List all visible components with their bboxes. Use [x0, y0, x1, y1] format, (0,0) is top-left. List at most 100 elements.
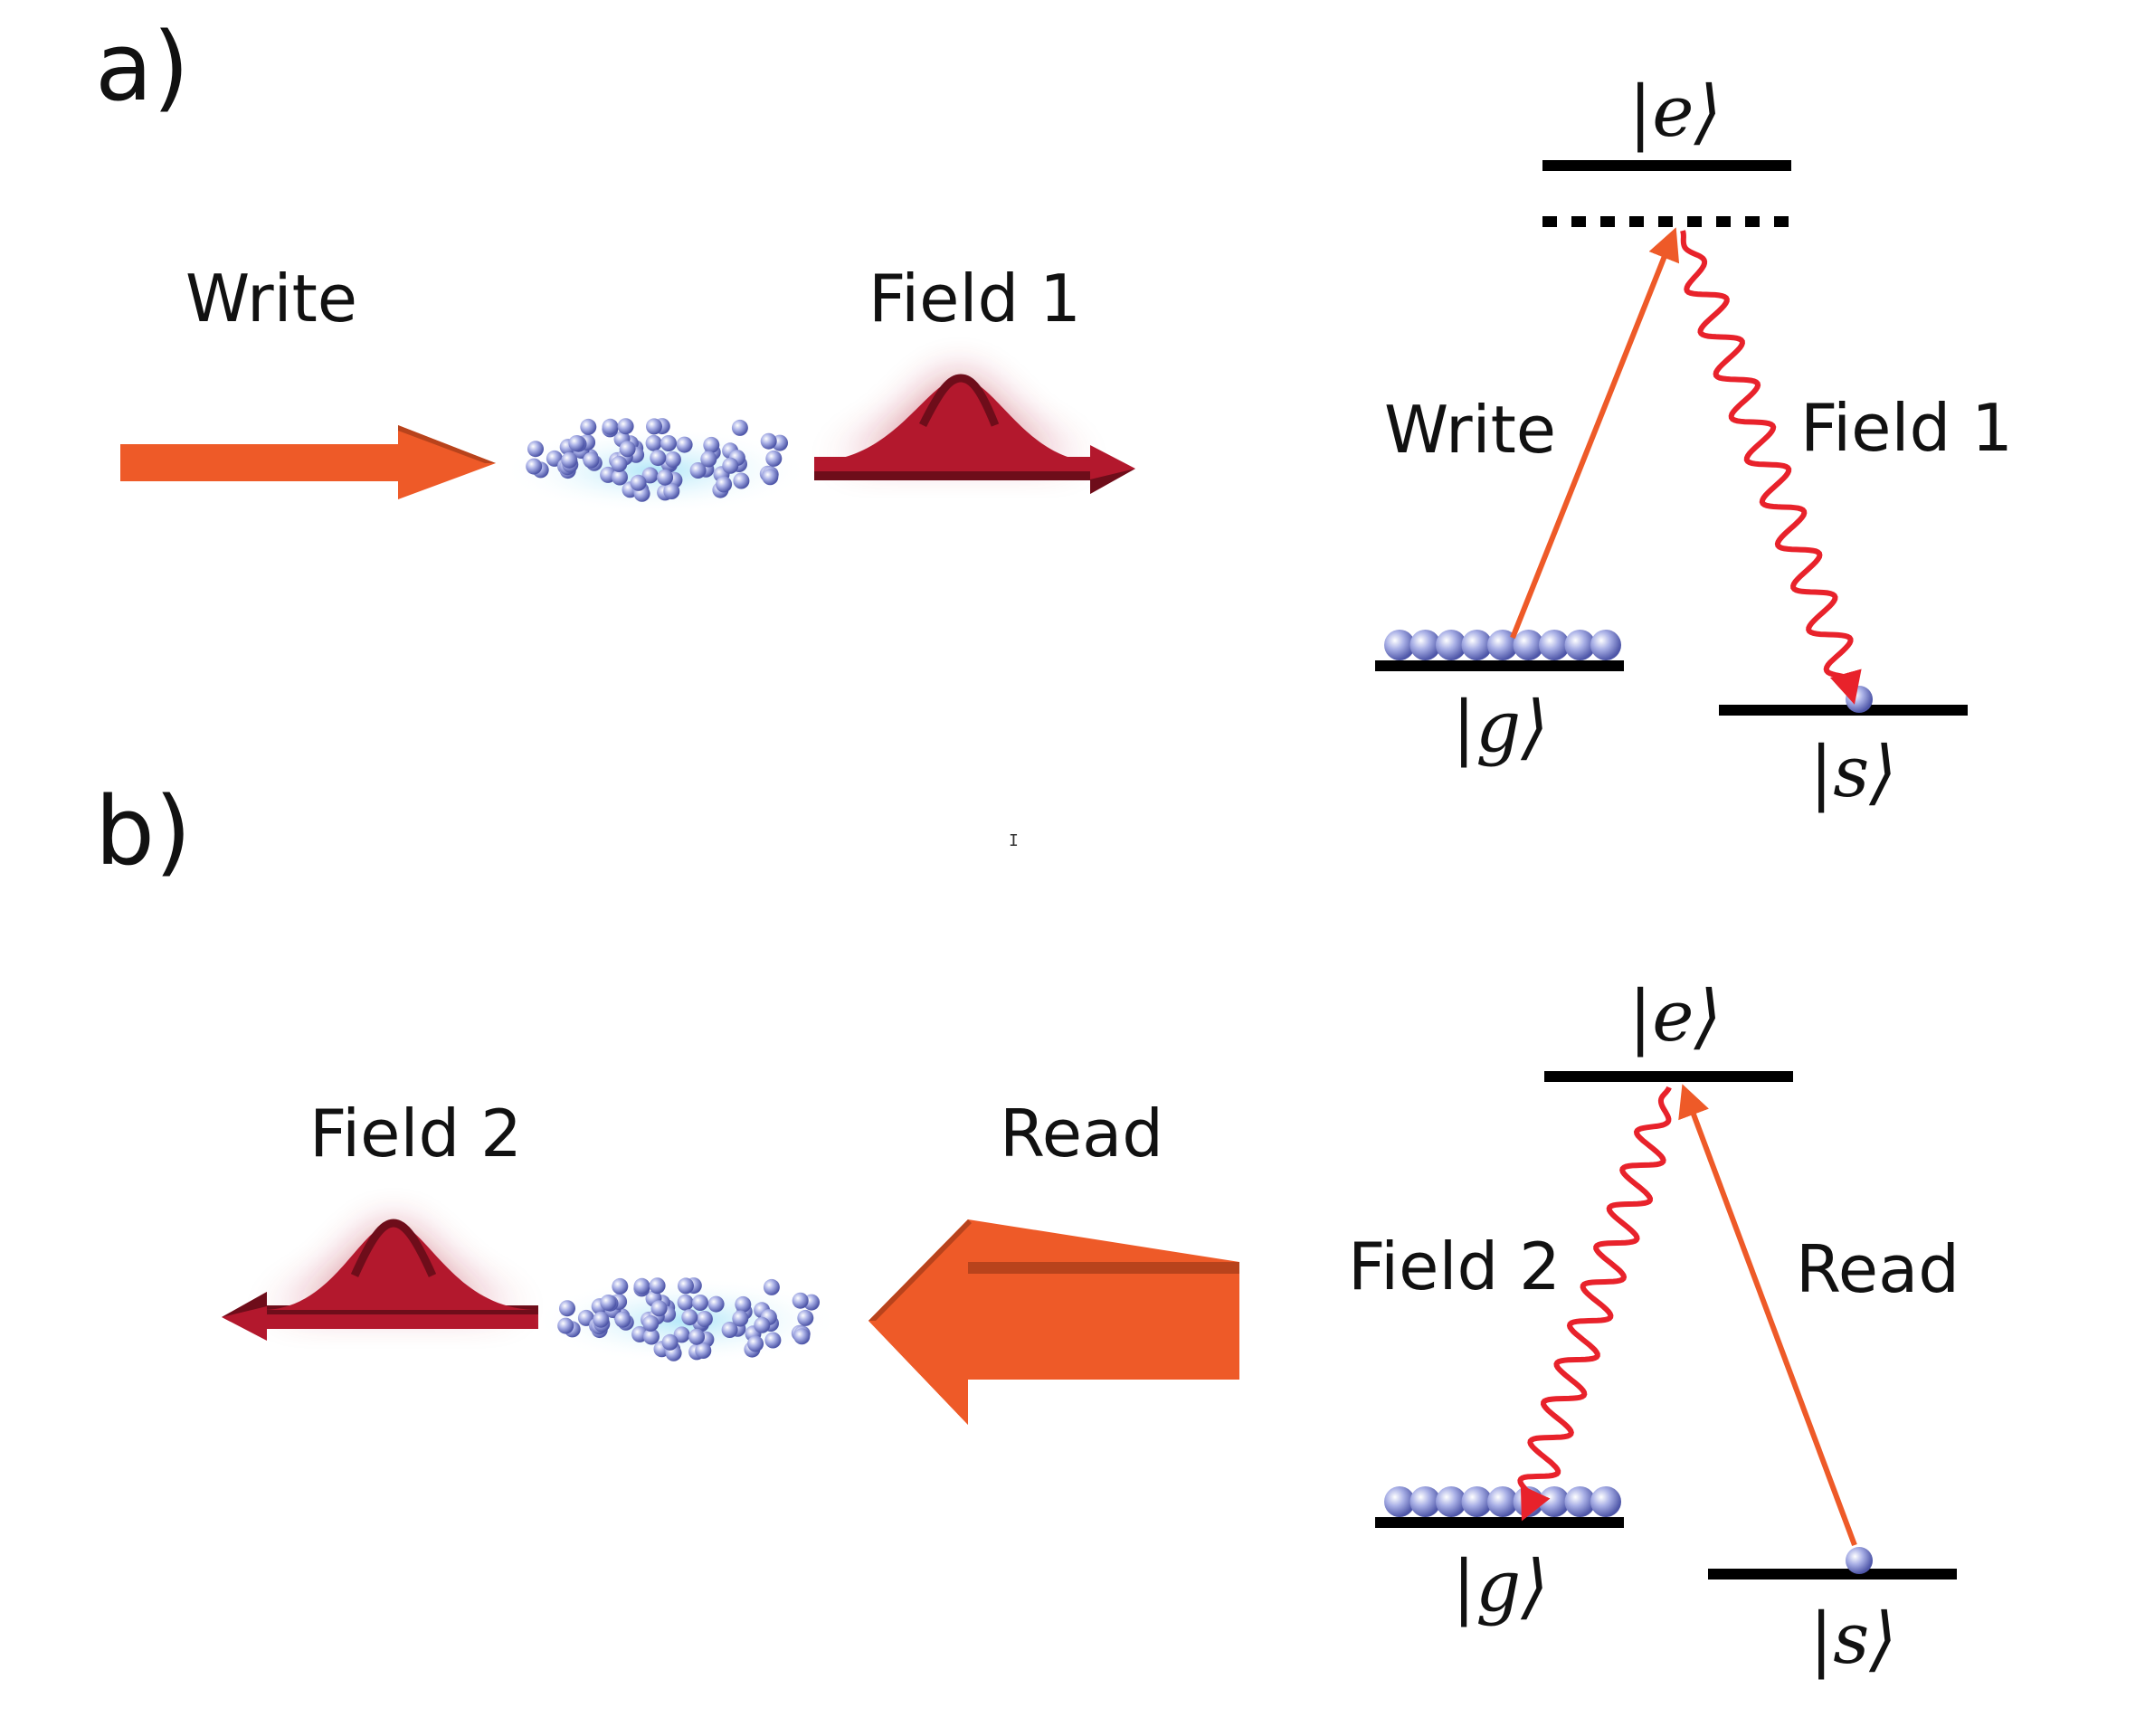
cloud-atom	[688, 1328, 706, 1345]
field-2-photon-pulse	[222, 1219, 538, 1341]
storage-atom-b	[1846, 1547, 1873, 1574]
cloud-atom	[583, 451, 600, 469]
field-1-emission-wavy-arrow	[1680, 230, 1862, 705]
field-2-transition-label: Field 2	[1348, 1228, 1561, 1304]
cloud-atom	[649, 1277, 666, 1295]
field-2-pulse-label: Field 2	[309, 1096, 522, 1172]
cloud-atom	[527, 441, 544, 458]
excited-level-label-a: |e⟩	[1628, 71, 1722, 153]
cloud-atom	[692, 1295, 708, 1311]
ground-level-label-a: |g⟩	[1452, 687, 1549, 768]
field-2-emission-wavy-arrow	[1517, 1086, 1672, 1522]
cloud-atom	[663, 483, 680, 499]
cloud-atom	[765, 450, 783, 467]
cloud-atom	[617, 418, 634, 435]
cloud-atom	[700, 451, 717, 468]
ground-atom	[1436, 1486, 1466, 1517]
ground-atom	[1487, 630, 1518, 660]
cloud-atom	[650, 1300, 668, 1317]
ground-atom	[1513, 630, 1544, 660]
cloud-atom	[733, 472, 750, 489]
cloud-atom	[642, 1314, 660, 1332]
cloud-atom	[763, 1278, 780, 1295]
ground-atom	[1539, 630, 1570, 660]
cloud-atom	[600, 1295, 617, 1311]
field-1-pulse-label: Field 1	[868, 261, 1081, 337]
cloud-atom	[764, 1332, 782, 1349]
ground-atoms-b	[1384, 1486, 1621, 1517]
panel-a-level-scheme: |e⟩ |g⟩ |s⟩ Write Field 1	[1375, 71, 2013, 813]
cloud-atom	[678, 1277, 694, 1295]
cloud-atom	[633, 1277, 650, 1295]
cloud-atom	[641, 467, 659, 484]
cloud-atom	[722, 457, 739, 474]
cloud-atom	[762, 469, 779, 486]
read-transition-label: Read	[1796, 1231, 1960, 1307]
cloud-atom	[557, 1317, 574, 1334]
cloud-atom	[612, 469, 628, 486]
cloud-atom	[612, 1277, 629, 1295]
atom-cloud-b	[534, 1277, 841, 1364]
cloud-atom	[580, 418, 597, 435]
cloud-atom	[703, 436, 720, 453]
cloud-atom	[754, 1316, 771, 1333]
cloud-atom	[611, 455, 628, 472]
text-cursor-glyph: I	[1009, 831, 1019, 850]
ground-atom	[1564, 1486, 1596, 1517]
panel-b-level-scheme: |e⟩ |g⟩ |s⟩ Read Field 2	[1348, 976, 1960, 1680]
cloud-atom	[561, 451, 578, 469]
ground-atom	[1384, 630, 1415, 660]
cloud-atom	[721, 1322, 738, 1338]
read-pump-arrow	[868, 1219, 1239, 1425]
ground-atoms-a	[1384, 630, 1621, 660]
cloud-atom	[650, 450, 667, 467]
cloud-atom	[559, 1300, 575, 1317]
write-beam-label: Write	[185, 261, 357, 337]
cloud-atom	[643, 1328, 660, 1345]
excited-level-label-b: |e⟩	[1628, 976, 1722, 1058]
field-1-photon-pulse	[814, 374, 1135, 494]
cloud-atom	[602, 418, 619, 435]
cloud-atom	[660, 435, 677, 451]
atom-cloud-a	[502, 418, 810, 514]
ground-atom	[1384, 1486, 1415, 1517]
read-transition-arrow	[1678, 1084, 1857, 1547]
ground-atom	[1409, 630, 1441, 660]
ground-atom	[1461, 630, 1493, 660]
ground-atom	[1590, 1486, 1621, 1517]
cloud-atom	[646, 418, 662, 435]
panel-b-beam-scene: Field 2 Read	[222, 1096, 1239, 1425]
cloud-atom	[681, 1309, 698, 1326]
cloud-atom	[797, 1309, 814, 1326]
cloud-atom	[593, 1311, 610, 1328]
panel-a: a) Write Field 1	[95, 12, 2013, 813]
cloud-atom	[676, 436, 693, 453]
storage-level-label-b: |s⟩	[1809, 1598, 1897, 1680]
cloud-atom	[568, 435, 585, 451]
panel-a-label: a)	[95, 12, 189, 122]
ground-atom	[1564, 630, 1596, 660]
field-1-transition-label: Field 1	[1800, 390, 2013, 466]
write-transition-label: Write	[1384, 392, 1556, 468]
ground-level-label-b: |g⟩	[1452, 1546, 1549, 1627]
cloud-atom	[735, 1295, 752, 1313]
write-transition-arrow	[1510, 227, 1680, 640]
cloud-atom	[793, 1328, 811, 1345]
cloud-atom	[645, 434, 662, 451]
cloud-atom	[696, 1311, 713, 1327]
cloud-atom	[657, 469, 674, 486]
storage-atom-a	[1846, 686, 1873, 713]
cloud-atom	[661, 1333, 679, 1351]
cloud-atom	[630, 474, 647, 491]
panel-b-label: b)	[95, 776, 192, 887]
cloud-atom	[614, 1311, 631, 1328]
ground-atom	[1487, 1486, 1518, 1517]
ground-atom	[1436, 630, 1466, 660]
cloud-atom	[695, 1342, 712, 1359]
cloud-atom	[619, 441, 636, 458]
cloud-atom	[792, 1292, 809, 1309]
cloud-atom	[689, 462, 707, 479]
write-pump-arrow	[120, 425, 496, 499]
storage-level-label-a: |s⟩	[1809, 732, 1897, 813]
